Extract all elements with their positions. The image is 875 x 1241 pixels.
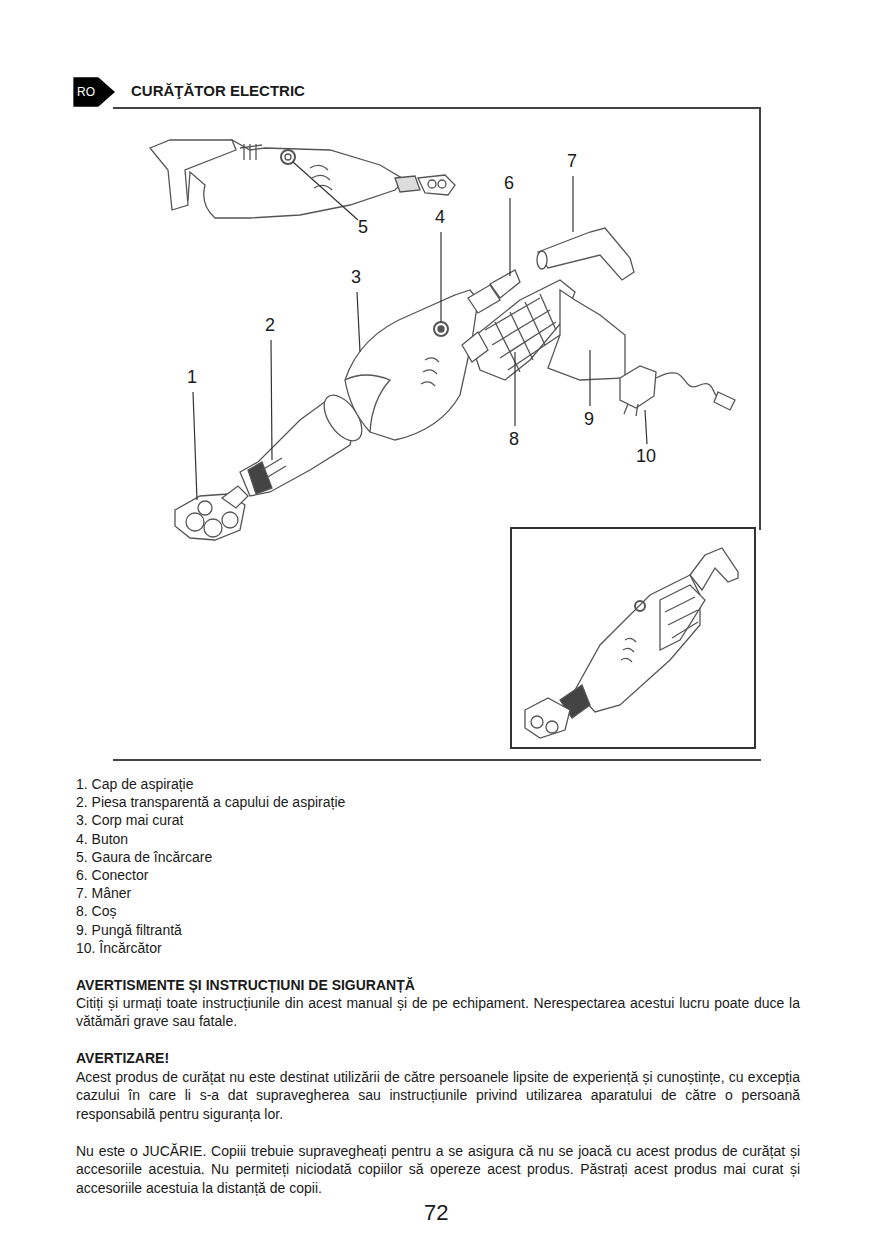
callout-number: 9 xyxy=(584,409,594,430)
callout-number: 3 xyxy=(351,267,361,288)
filter-bag xyxy=(548,290,625,380)
part-list-item: 5. Gaura de încărcare xyxy=(76,849,212,865)
suction-head xyxy=(175,486,248,540)
cleaner-body xyxy=(345,290,478,440)
callout-number: 6 xyxy=(504,173,514,194)
callout-number: 10 xyxy=(636,446,656,467)
language-code: RO xyxy=(77,85,95,99)
callout-number: 5 xyxy=(358,217,368,238)
page-number: 72 xyxy=(424,1200,448,1226)
paragraph: Acest produs de curățat nu este destinat… xyxy=(76,1068,800,1123)
part-list-item: 6. Conector xyxy=(76,867,148,883)
callout-number: 8 xyxy=(509,429,519,450)
callout-number: 1 xyxy=(187,367,197,388)
part-list-item: 1. Cap de aspirație xyxy=(76,776,194,792)
transparent-nozzle xyxy=(240,389,369,496)
inset-cleaner xyxy=(525,548,738,738)
inset-frame xyxy=(511,528,755,748)
rule-line xyxy=(113,759,761,761)
warning-heading: AVERTIZARE! xyxy=(76,1050,169,1066)
charger xyxy=(620,366,735,416)
part-list-item: 4. Buton xyxy=(76,831,128,847)
part-list-item: 2. Piesa transparentă a capului de aspir… xyxy=(76,794,345,810)
part-list-item: 3. Corp mai curat xyxy=(76,812,183,828)
callout-number: 4 xyxy=(435,207,445,228)
leader-lines xyxy=(193,162,647,500)
section-heading: AVERTISMENTE ȘI INSTRUCȚIUNI DE SIGURANȚ… xyxy=(76,977,415,993)
part-list-item: 9. Pungă filtrantă xyxy=(76,922,182,938)
part-list-item: 8. Coș xyxy=(76,903,116,919)
part-list-item: 10. Încărcător xyxy=(76,940,162,956)
part-list-item: 7. Mâner xyxy=(76,885,131,901)
handle xyxy=(537,228,634,280)
paragraph: Citiți și urmați toate instrucțiunile di… xyxy=(76,994,800,1031)
callout-number: 7 xyxy=(567,151,577,172)
page-title: CURĂŢĂTOR ELECTRIC xyxy=(131,82,305,99)
frame-line xyxy=(759,108,761,530)
rule-line xyxy=(113,107,761,109)
paragraph: Nu este o JUCĂRIE. Copiii trebuie suprav… xyxy=(76,1142,800,1197)
callout-number: 2 xyxy=(265,315,275,336)
language-badge xyxy=(74,78,114,106)
assembled-cleaner xyxy=(150,140,455,218)
